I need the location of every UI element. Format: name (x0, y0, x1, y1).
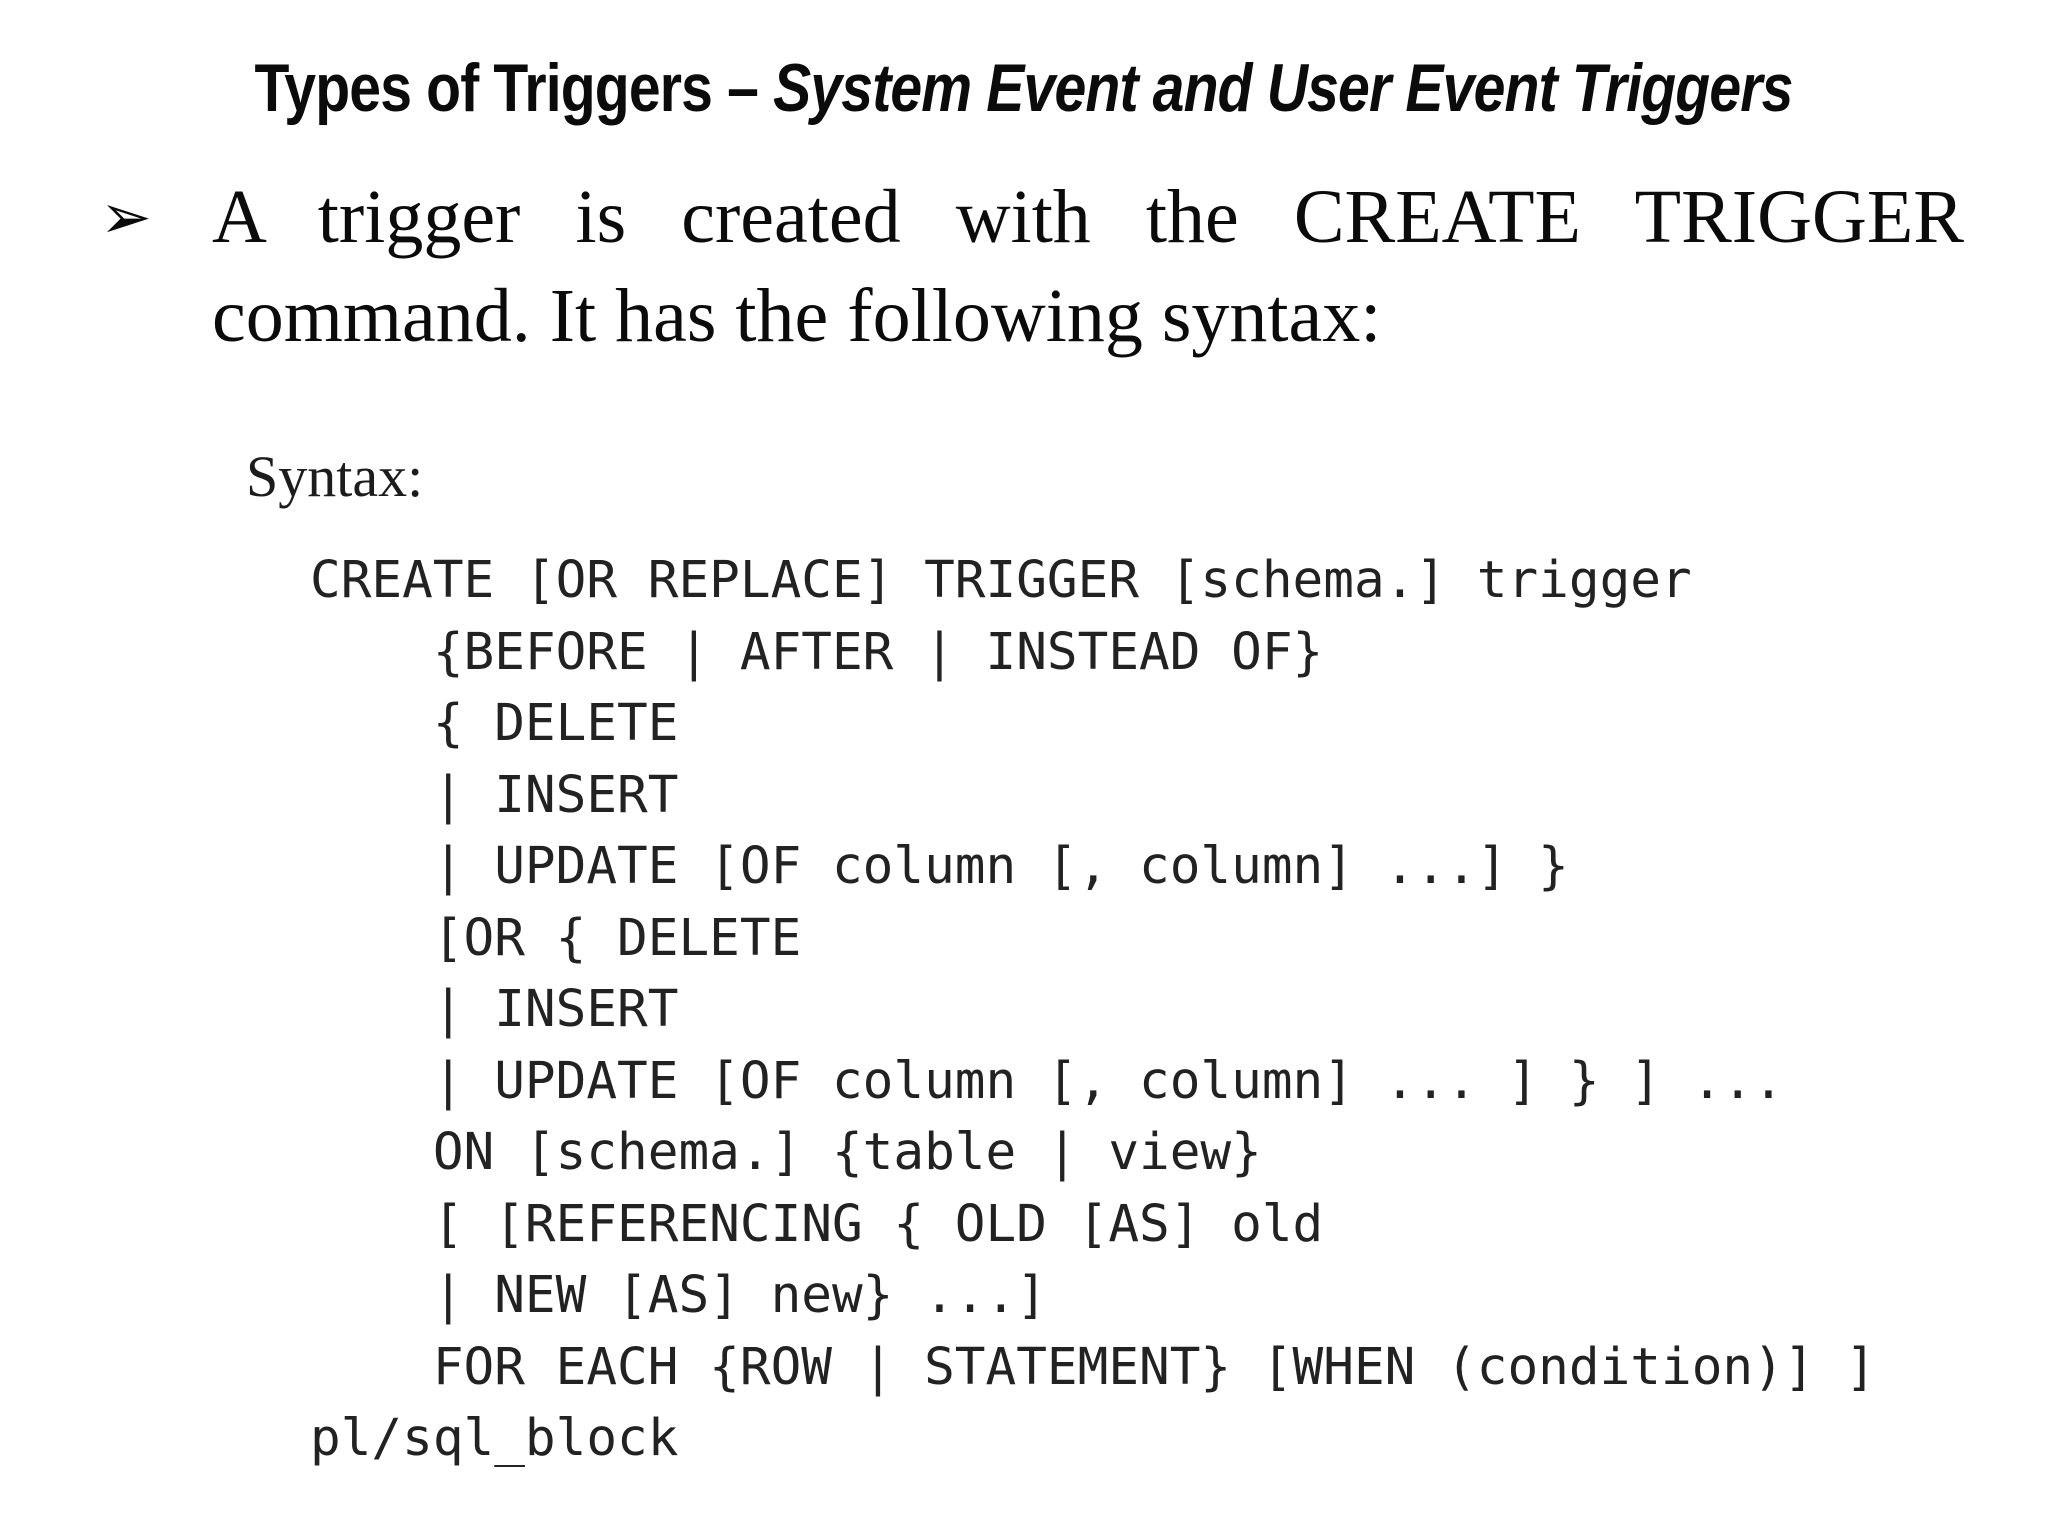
code-line: FOR EACH {ROW | STATEMENT} [WHEN (condit… (310, 1337, 1876, 1397)
arrow-bullet-icon: ➢ (100, 180, 152, 253)
code-line: pl/sql_block (310, 1409, 679, 1468)
title-prefix: Types of Triggers – (254, 50, 774, 126)
code-line: { DELETE (310, 694, 679, 753)
code-line: | NEW [AS] new} ...] (310, 1266, 1047, 1325)
title-emphasis: System Event and User Event Triggers (773, 50, 1794, 126)
code-line: | UPDATE [OF column [, column] ...] } (310, 837, 1569, 896)
sql-syntax-code-block: CREATE [OR REPLACE] TRIGGER [schema.] tr… (310, 545, 1876, 1475)
page-title: Types of Triggers – System Event and Use… (254, 42, 1794, 134)
code-line: [OR { DELETE (310, 908, 802, 968)
code-line: | INSERT (310, 980, 679, 1039)
title-row: Types of Triggers – System Event and Use… (0, 42, 2048, 134)
bullet-paragraph: A trigger is created with the CREATE TRI… (212, 175, 1964, 358)
code-line: ON [schema.] {table | view} (310, 1123, 1262, 1182)
code-line: [ [REFERENCING { OLD [AS] old (310, 1194, 1324, 1254)
code-line: | INSERT (310, 765, 679, 825)
code-line: | UPDATE [OF column [, column] ... ] } ]… (310, 1051, 1784, 1111)
code-line: {BEFORE | AFTER | INSTEAD OF} (310, 622, 1324, 682)
syntax-label: Syntax: (246, 444, 424, 509)
code-line: CREATE [OR REPLACE] TRIGGER [schema.] tr… (310, 551, 1692, 610)
